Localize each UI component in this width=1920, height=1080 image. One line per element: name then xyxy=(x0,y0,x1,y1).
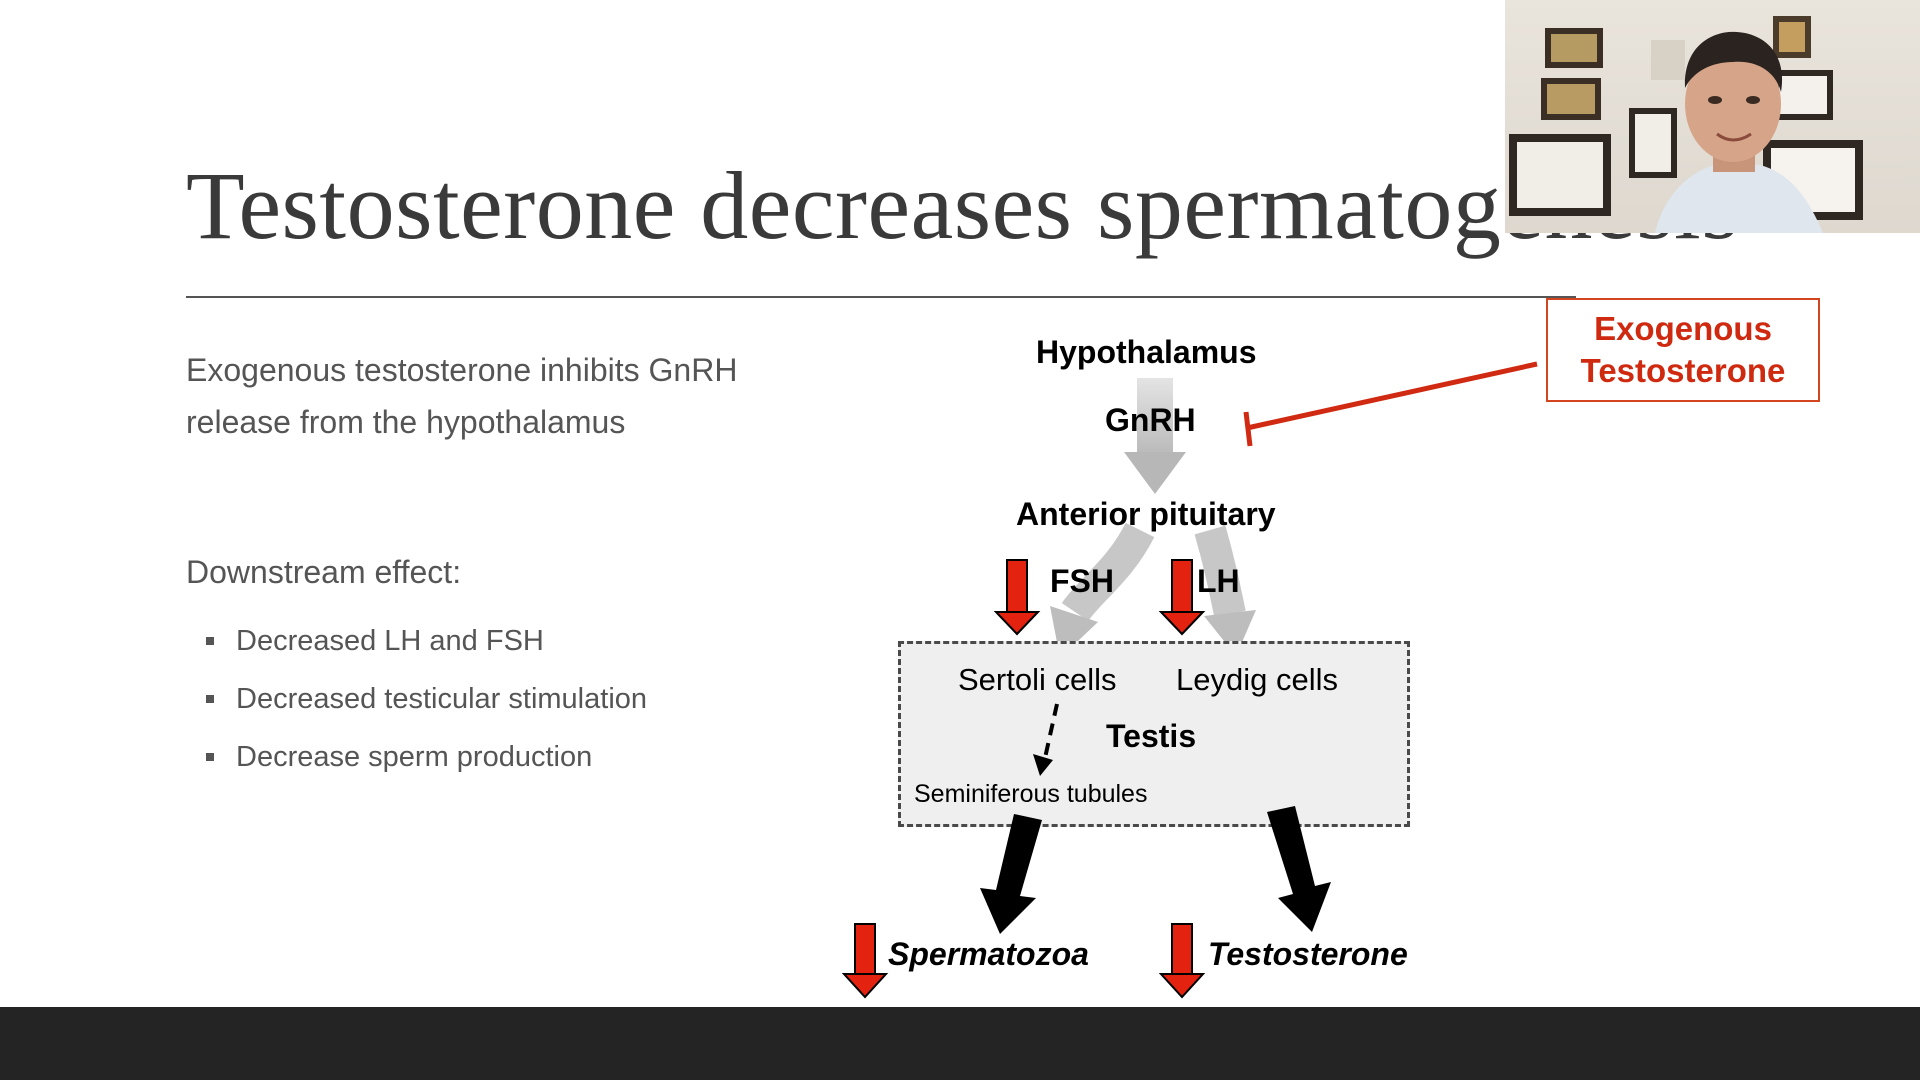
red-down-arrow-icon xyxy=(841,923,889,999)
wall-frame-inner xyxy=(1779,76,1827,114)
presenter-eye xyxy=(1746,96,1760,104)
presenter-shirt xyxy=(1655,165,1823,233)
black-arrow-to-testosterone xyxy=(1267,806,1331,932)
presenter-face xyxy=(1685,46,1781,162)
wall-frame-inner xyxy=(1547,84,1595,114)
video-bottom-bar xyxy=(0,1007,1920,1080)
wall-frame-inner xyxy=(1551,34,1597,62)
bullet-square-icon xyxy=(206,753,214,761)
gray-arrow-to-leydig xyxy=(1194,525,1256,656)
intro-text: Exogenous testosterone inhibits GnRH rel… xyxy=(186,352,738,440)
downstream-heading: Downstream effect: xyxy=(186,554,462,590)
red-down-arrow-icon xyxy=(993,559,1041,636)
presenter-video-frame xyxy=(1509,16,1863,233)
presenter-hair xyxy=(1684,31,1783,92)
bullet-text: Decrease sperm production xyxy=(236,740,593,773)
bullet-item: Decreased LH and FSH xyxy=(206,612,647,670)
wall-frame-inner xyxy=(1635,114,1671,172)
spermatozoa-label: Spermatozoa xyxy=(888,936,1089,972)
black-arrow-to-spermatozoa xyxy=(980,814,1042,934)
inhibition-line-icon xyxy=(1243,361,1538,447)
title-divider xyxy=(186,296,1576,298)
bullet-text: Decreased LH and FSH xyxy=(236,624,544,657)
leydig-cells-label: Leydig cells xyxy=(1176,662,1338,697)
diagram-foreground-arrows xyxy=(980,703,1331,934)
testosterone-output-label: Testosterone xyxy=(1208,936,1408,972)
hypothalamus-label: Hypothalamus xyxy=(1036,334,1257,370)
lh-label: LH xyxy=(1197,563,1240,599)
slide-title: Testosterone decreases spermatogenesis xyxy=(186,152,1740,259)
red-down-arrow-icon xyxy=(1158,923,1206,999)
anterior-pituitary-label: Anterior pituitary xyxy=(1016,496,1276,532)
presenter-mouth xyxy=(1716,132,1752,142)
fsh-label: FSH xyxy=(1050,563,1114,599)
testosterone-label: Testosterone xyxy=(1580,352,1786,389)
red-down-arrow-icon xyxy=(1158,559,1206,636)
exogenous-testosterone-box: Exogenous Testosterone xyxy=(1546,298,1820,402)
bullet-square-icon xyxy=(206,637,214,645)
bullet-item: Decrease sperm production xyxy=(206,728,647,786)
gnrh-label: GnRH xyxy=(1105,402,1196,438)
presenter-eye xyxy=(1708,96,1722,104)
seminiferous-tubules-label: Seminiferous tubules xyxy=(914,780,1148,808)
downstream-bullet-list: Decreased LH and FSH Decreased testicula… xyxy=(206,612,647,786)
hpg-axis-diagram: Hypothalamus GnRH Anterior pituitary FSH… xyxy=(841,298,1820,999)
testis-label: Testis xyxy=(1106,718,1197,754)
bullet-square-icon xyxy=(206,695,214,703)
diagram-arrows xyxy=(841,361,1538,999)
gray-arrow-hypothalamus-to-pituitary xyxy=(1124,378,1186,494)
wall-frame xyxy=(1651,40,1685,80)
bullet-item: Decreased testicular stimulation xyxy=(206,670,647,728)
dashed-arrow-icon xyxy=(1033,703,1059,776)
wall-frame-inner xyxy=(1517,142,1603,208)
wall-frame-inner xyxy=(1779,22,1805,52)
sertoli-cells-label: Sertoli cells xyxy=(958,662,1117,697)
bullet-text: Decreased testicular stimulation xyxy=(236,682,648,715)
testis-box xyxy=(898,641,1410,827)
presenter-webcam xyxy=(1505,0,1920,233)
exogenous-label: Exogenous xyxy=(1594,310,1772,347)
